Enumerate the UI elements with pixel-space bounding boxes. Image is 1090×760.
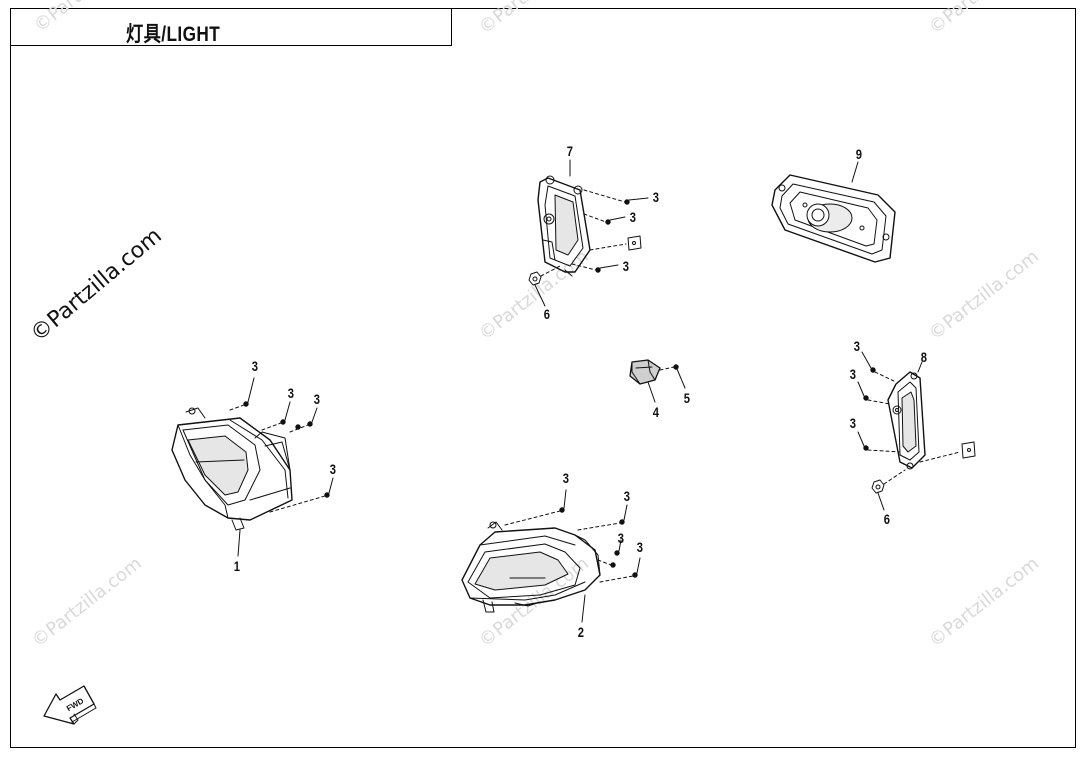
callout-3: 3 bbox=[251, 358, 259, 374]
callout-1: 1 bbox=[233, 558, 241, 574]
callout-3: 3 bbox=[629, 209, 637, 225]
tail-light bbox=[771, 161, 896, 263]
headlight-center-screws bbox=[504, 489, 641, 623]
callout-3: 3 bbox=[313, 391, 321, 407]
headlight-left bbox=[171, 407, 293, 531]
small-lamp-assembly bbox=[629, 359, 686, 403]
headlight-left-screws bbox=[229, 377, 334, 557]
side-lamp-right bbox=[887, 361, 926, 470]
callout-3: 3 bbox=[849, 415, 857, 431]
callout-2: 2 bbox=[577, 624, 585, 640]
callout-3: 3 bbox=[853, 338, 861, 354]
headlight-center bbox=[461, 521, 601, 613]
callout-3: 3 bbox=[617, 530, 625, 546]
callout-8: 8 bbox=[920, 349, 928, 365]
side-lamp-top bbox=[537, 175, 591, 277]
callout-6: 6 bbox=[883, 511, 891, 527]
callout-3: 3 bbox=[849, 366, 857, 382]
callout-7: 7 bbox=[566, 143, 574, 159]
callout-3: 3 bbox=[287, 385, 295, 401]
callout-3: 3 bbox=[636, 539, 644, 555]
fwd-arrow-icon: FWD bbox=[43, 685, 97, 725]
callout-4: 4 bbox=[652, 404, 660, 420]
callout-5: 5 bbox=[683, 390, 691, 406]
callout-3: 3 bbox=[329, 461, 337, 477]
diagram-frame bbox=[10, 8, 1076, 748]
side-lamp-top-hardware bbox=[528, 159, 649, 307]
callout-3: 3 bbox=[562, 470, 570, 486]
page-title: 灯具/LIGHT bbox=[126, 23, 221, 46]
callout-3: 3 bbox=[622, 258, 630, 274]
callout-3: 3 bbox=[652, 189, 660, 205]
callout-3: 3 bbox=[623, 488, 631, 504]
callout-6: 6 bbox=[543, 306, 551, 322]
callout-9: 9 bbox=[855, 146, 863, 162]
side-lamp-right-hardware bbox=[857, 351, 976, 511]
title-box: 灯具/LIGHT bbox=[10, 8, 452, 46]
